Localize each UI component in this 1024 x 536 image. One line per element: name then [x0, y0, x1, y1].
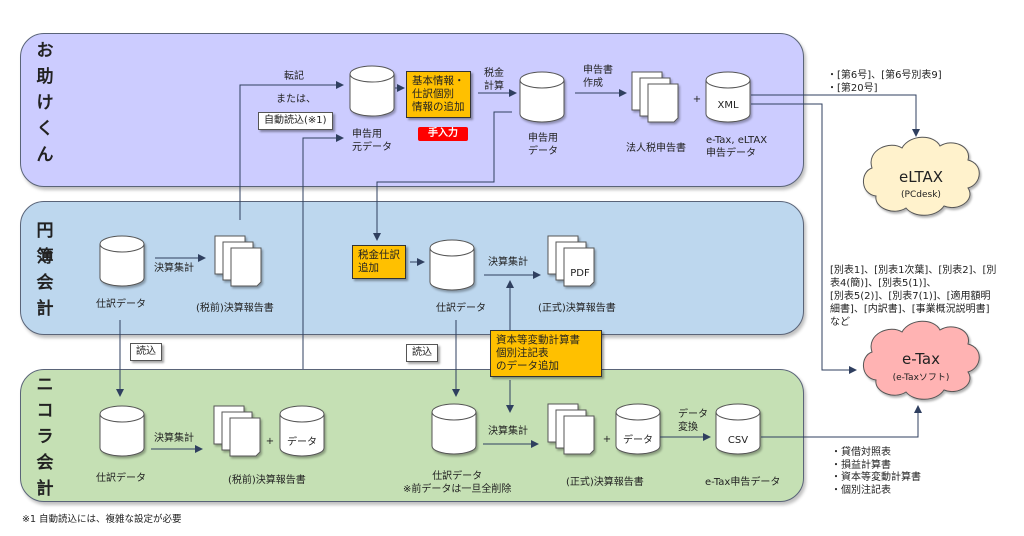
etax-cloud-title: e-Tax	[902, 350, 940, 368]
manual-input-badge: 手入力	[418, 127, 468, 141]
etax-forms-note: [別表1]、[別表1次葉]、[別表2]、[別表4(簡)]、[別表5(1)]、[別…	[830, 265, 997, 328]
nikora-lane-title: ニコラ会計	[36, 375, 54, 499]
tax-calc-label: 税金計算	[484, 68, 504, 92]
nikora-pretax-doc-icon	[213, 405, 261, 457]
plus-sign: +	[693, 94, 701, 105]
nikora-journal-data-label: 仕訳データ	[96, 473, 146, 484]
yayoi-pretax-doc-icon	[214, 235, 262, 287]
nikora-aggregate-label-2: 決算集計	[488, 426, 528, 437]
convert-label: データ変換	[678, 409, 708, 433]
yayoi-aggregate-label-2: 決算集計	[488, 257, 528, 268]
csv-forms-note: ・貸借対照表・損益計算書・資本等変動計算書・個別注記表	[831, 447, 921, 496]
yayoi-pretax-report-label: (税前)決算報告書	[196, 303, 274, 314]
yayoi-formal-report-label: (正式)決算報告書	[538, 303, 616, 314]
footnote: ※1 自動読込には、複雑な設定が必要	[22, 514, 182, 525]
pdf-label: PDF	[570, 268, 590, 279]
xml-cylinder-label: XML	[717, 100, 738, 111]
corp-tax-doc-label: 法人税申告書	[626, 143, 686, 154]
plus-sign-2: +	[603, 434, 611, 445]
auto-read-button[interactable]: 自動読込(※1)	[258, 112, 333, 130]
read-button-1[interactable]: 読込	[130, 343, 162, 361]
nikora-data-cylinder-1	[279, 405, 325, 457]
connectors	[116, 81, 922, 453]
filing-data-label: 申告用データ	[528, 133, 558, 157]
eltax-cloud[interactable]	[863, 136, 980, 216]
create-label: 申告書作成	[583, 65, 613, 89]
transfer-label: 転記	[284, 71, 304, 82]
source-data-label: 申告用元データ	[352, 129, 392, 153]
eltax-cloud-sub: (PCdesk)	[901, 190, 941, 200]
nikora-journal-cylinder	[99, 405, 145, 457]
eltax-forms-note: ・[第6号]、[第6号別表9]・[第20号]	[827, 70, 942, 94]
filing-data-cylinder	[519, 71, 565, 123]
read-button-2[interactable]: 読込	[406, 344, 438, 362]
etax-csv-data-label: e-Tax申告データ	[705, 477, 781, 488]
corp-tax-doc-icon	[631, 71, 679, 123]
data-cylinder-2-label: データ	[623, 433, 653, 446]
nikora-formal-report-label: (正式)決算報告書	[566, 477, 644, 488]
nikora-data-cylinder-2	[615, 403, 661, 455]
yayoi-lane-title: 円簿会計	[36, 221, 54, 319]
nikora-lane: ニコラ会計	[20, 369, 804, 502]
etax-cloud-sub: (e-Taxソフト)	[893, 373, 950, 383]
otasukekun-lane-title: お助けくん	[36, 41, 54, 165]
yayoi-lane: 円簿会計	[20, 201, 804, 335]
yayoi-journal-data-label: 仕訳データ	[96, 299, 146, 310]
nikora-journal-data-label-2: 仕訳データ※前データは一旦全削除	[403, 471, 512, 495]
source-data-cylinder	[349, 65, 395, 117]
or-label: または、	[276, 94, 316, 105]
data-cylinder-1-label: データ	[287, 435, 317, 448]
plus-sign-1: +	[266, 436, 274, 447]
yayoi-aggregate-label-1: 決算集計	[154, 263, 194, 274]
eltax-cloud-title: eLTAX	[899, 168, 943, 186]
nikora-pretax-report-label: (税前)決算報告書	[228, 475, 306, 486]
csv-cylinder	[715, 403, 761, 455]
tax-journal-box[interactable]: 税金仕訳追加	[352, 245, 406, 279]
nikora-formal-doc-icon	[547, 403, 595, 455]
basic-info-box[interactable]: 基本情報・仕訳個別情報の追加	[406, 71, 471, 118]
nikora-journal-cylinder-2	[431, 403, 477, 455]
yayoi-journal-cylinder-2	[429, 239, 475, 291]
csv-cylinder-label: CSV	[728, 435, 748, 446]
yayoi-journal-data-label-2: 仕訳データ	[436, 303, 486, 314]
equity-change-box[interactable]: 資本等変動計算書個別注記表のデータ追加	[490, 330, 602, 377]
yayoi-journal-cylinder	[99, 235, 145, 287]
etax-cloud[interactable]	[863, 320, 980, 400]
nikora-aggregate-label-1: 決算集計	[154, 433, 194, 444]
xml-cylinder	[705, 71, 751, 123]
